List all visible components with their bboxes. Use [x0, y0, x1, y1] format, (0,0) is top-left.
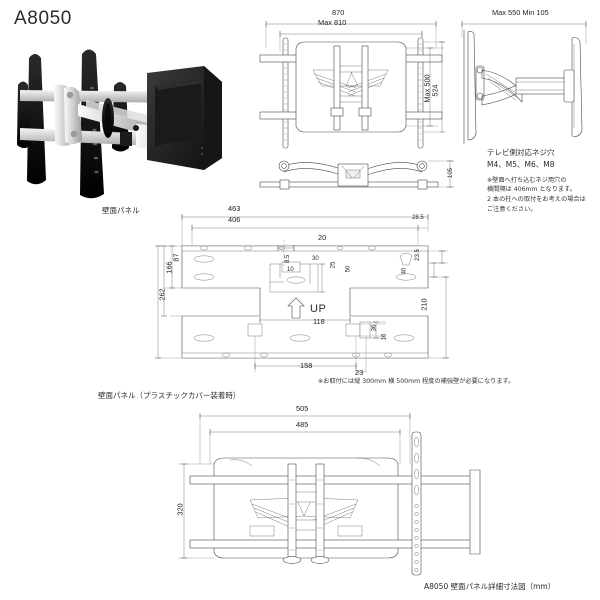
dim-max-width: Max 810: [318, 18, 347, 27]
front-elevation-drawing: [258, 8, 448, 158]
dim-slot-small-8-5: 8.5: [285, 254, 292, 264]
screw-note-sizes: M4、M5、M6、M8: [487, 159, 555, 169]
page-title: A8050: [14, 8, 72, 29]
bottom-caption: A8050 壁面パネル詳細寸法図（mm）: [424, 582, 556, 591]
screw-note-line-4: ご注意ください。: [487, 205, 537, 213]
dim-slot-h1-25: 25: [330, 261, 337, 269]
dim-left-262: 262: [157, 288, 167, 301]
dim-outer-width-505: 505: [296, 404, 309, 413]
dim-extension: Max 550 Min 105: [492, 8, 549, 17]
screw-note-line-2: 横間隔は 406mm となります。: [487, 186, 576, 194]
dim-bottom-158: 158: [300, 361, 313, 370]
dim-slot-inner-30: 30: [312, 256, 319, 262]
dim-slot-h2-50: 50: [345, 265, 352, 273]
dim-height: 524: [430, 84, 440, 97]
side-elevation-drawing: [456, 8, 596, 148]
cover-panel-label: 壁面パネル（プラスチックカバー装着時）: [98, 391, 241, 400]
dim-left-166: 166: [164, 261, 174, 274]
dim-cover-height-320: 320: [175, 503, 185, 516]
dim-right-40: 40: [401, 267, 408, 275]
dim-slot-left-10: 10: [287, 267, 294, 273]
screw-note-line-1: ※壁面へ打ち込むネジ用穴の: [487, 176, 567, 184]
dim-screw-pitch-406: 406: [228, 215, 241, 224]
product-photo: [8, 30, 252, 200]
dim-overall-width-463: 463: [228, 204, 241, 213]
reinforcement-wall-note: ※お取付には縦 300mm 横 500mm 程度の補強壁が必要になります。: [318, 378, 515, 385]
dim-depth: 105: [448, 167, 455, 179]
dim-right-210: 210: [419, 298, 429, 311]
dim-edge-offset-28-5: 28.5: [412, 215, 424, 221]
product-photo-caption: 壁面パネル: [102, 206, 140, 215]
screw-hole-note: テレビ側対応ネジ穴 M4、M5、M6、M8 ※壁面へ打ち込むネジ用穴の 横間隔は…: [487, 148, 599, 214]
dim-bracket-36: 36: [371, 324, 378, 332]
top-plan-drawing: [258, 152, 458, 198]
dim-center-118: 118: [313, 317, 325, 326]
screw-note-title: テレビ側対応ネジ穴: [487, 148, 555, 157]
wall-panel-detail-drawing: [155, 206, 450, 374]
dim-bracket-16: 16: [381, 333, 388, 341]
up-direction-label: UP: [310, 303, 327, 315]
screw-note-line-3: 2 本の柱への取付をお考えの場合は: [487, 195, 586, 203]
dim-right-top-23-5: 23.5: [414, 249, 421, 261]
dim-slot-width-20: 20: [318, 233, 327, 242]
dim-overall-width: 870: [332, 8, 345, 17]
dim-bottom-23: 23: [355, 368, 364, 377]
dim-inner-width-485: 485: [296, 420, 309, 429]
wall-panel-cover-drawing: [178, 400, 488, 576]
